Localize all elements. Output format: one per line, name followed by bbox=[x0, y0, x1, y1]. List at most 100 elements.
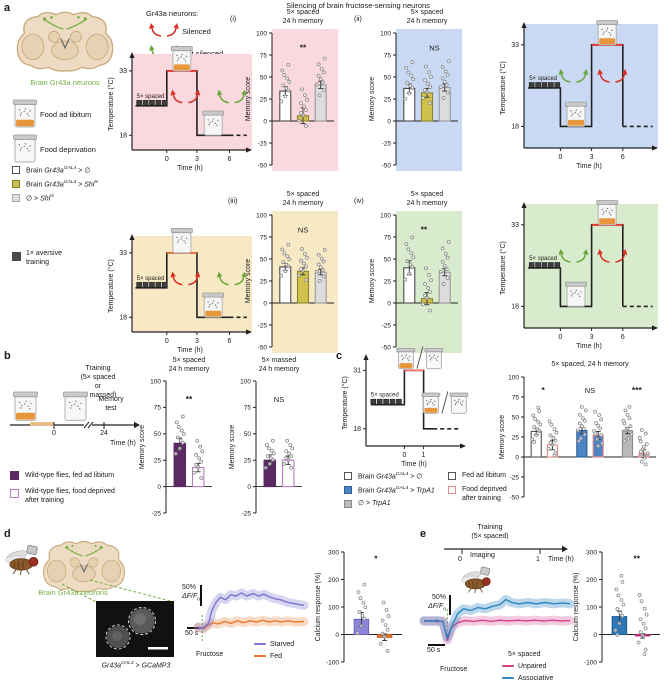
data-point bbox=[267, 462, 272, 466]
svg-text:-50: -50 bbox=[510, 494, 520, 501]
b-training-caption: Training (5× spaced or 5× massed) bbox=[52, 364, 144, 400]
data-point bbox=[287, 80, 292, 84]
svg-text:25: 25 bbox=[384, 96, 392, 103]
b-memory-test-caption: Memory test bbox=[88, 396, 134, 414]
data-point bbox=[533, 417, 538, 421]
genotype-label-shi: Brain Gr43aGAL4 > Shits bbox=[26, 180, 99, 189]
food-deprivation-vial-icon bbox=[12, 133, 38, 169]
data-point bbox=[197, 456, 202, 461]
data-point bbox=[538, 422, 543, 427]
svg-text:75: 75 bbox=[260, 234, 268, 241]
data-point bbox=[286, 242, 291, 247]
svg-text:Time (h): Time (h) bbox=[177, 347, 203, 354]
data-point bbox=[440, 259, 445, 264]
significance-label: NS bbox=[298, 226, 308, 235]
data-point bbox=[552, 427, 557, 432]
svg-text:50: 50 bbox=[384, 74, 392, 81]
data-point bbox=[318, 265, 323, 270]
data-point bbox=[316, 62, 321, 67]
data-point bbox=[385, 648, 390, 653]
svg-text:50: 50 bbox=[154, 431, 162, 438]
data-point bbox=[316, 252, 321, 257]
svg-text:Memory score: Memory score bbox=[245, 77, 252, 121]
svg-text:-25: -25 bbox=[382, 140, 392, 147]
genotype-swatch-empty bbox=[12, 166, 20, 174]
data-point bbox=[627, 404, 632, 409]
svg-text:0: 0 bbox=[387, 300, 391, 307]
food-vial-icon bbox=[13, 99, 37, 128]
svg-text:Time (h): Time (h) bbox=[576, 343, 602, 350]
svg-text:5× spaced: 5× spaced bbox=[137, 276, 165, 282]
data-point bbox=[446, 239, 451, 244]
data-point bbox=[319, 67, 324, 71]
data-point bbox=[410, 235, 415, 240]
data-point bbox=[427, 70, 431, 75]
data-point bbox=[438, 85, 443, 90]
data-point bbox=[405, 80, 410, 85]
data-point bbox=[429, 278, 433, 283]
data-point bbox=[281, 260, 286, 264]
svg-text:200: 200 bbox=[328, 577, 339, 584]
data-point bbox=[643, 462, 648, 467]
data-point bbox=[639, 428, 644, 432]
data-point bbox=[180, 440, 185, 445]
data-point bbox=[321, 88, 326, 92]
svg-text:0: 0 bbox=[558, 154, 562, 161]
data-point bbox=[304, 124, 308, 128]
e-imaging-label: Imaging bbox=[470, 552, 495, 559]
data-point bbox=[411, 77, 416, 82]
svg-text:0: 0 bbox=[515, 454, 519, 461]
data-point bbox=[638, 439, 643, 444]
d-fructose-label: Fructose bbox=[196, 651, 224, 658]
data-point bbox=[408, 262, 413, 267]
svg-text:75: 75 bbox=[154, 405, 162, 412]
e-scale-dff: ΔF/F0 bbox=[428, 603, 446, 613]
b-time-label: Time (h) bbox=[110, 440, 136, 447]
svg-text:33: 33 bbox=[119, 250, 127, 257]
data-point bbox=[596, 423, 601, 428]
data-point bbox=[627, 416, 632, 421]
svg-text:18: 18 bbox=[511, 304, 519, 311]
data-point bbox=[644, 612, 649, 617]
b-test-vial-icon bbox=[62, 390, 89, 427]
data-point bbox=[580, 416, 585, 421]
data-point bbox=[444, 267, 449, 271]
data-point bbox=[441, 95, 446, 100]
data-point bbox=[300, 247, 304, 251]
data-point bbox=[280, 68, 285, 73]
data-point bbox=[423, 282, 427, 286]
svg-text:5× spaced: 5× spaced bbox=[371, 393, 399, 399]
data-point bbox=[319, 256, 324, 261]
data-point bbox=[619, 573, 624, 578]
d-scale-seconds: 50 s bbox=[185, 630, 199, 637]
data-point bbox=[548, 433, 553, 438]
data-point bbox=[576, 439, 581, 444]
c-genotype-label-trpa1: Brain Gr43aGAL4 > TrpA1 bbox=[358, 486, 435, 495]
food-deprivation-vial-icon bbox=[170, 228, 193, 254]
svg-text:-25: -25 bbox=[510, 474, 520, 481]
e-scale-seconds: 50 s bbox=[427, 647, 441, 654]
data-point bbox=[530, 437, 535, 442]
genotype-label-empty: Brain Gr43aGAL4 > ∅ bbox=[26, 166, 91, 175]
data-point bbox=[288, 443, 293, 447]
data-point bbox=[643, 647, 648, 652]
data-point bbox=[599, 433, 604, 437]
food-deprivation-vial-icon bbox=[63, 391, 88, 421]
data-point bbox=[322, 56, 327, 61]
significance-label: ** bbox=[421, 225, 428, 235]
panel-a-label: a bbox=[4, 2, 11, 14]
c-genotype-swatch-trpa1 bbox=[344, 486, 352, 494]
d-scale-dff: ΔF/F0 bbox=[182, 593, 200, 603]
svg-text:-50: -50 bbox=[258, 162, 268, 169]
data-point bbox=[383, 623, 388, 628]
aversive-training-label-2: training bbox=[26, 259, 49, 266]
e-legend-title: 5× spaced bbox=[508, 651, 541, 658]
svg-text:-25: -25 bbox=[258, 322, 268, 329]
starved-line-swatch bbox=[254, 642, 266, 646]
data-point bbox=[641, 444, 646, 449]
data-point bbox=[407, 271, 412, 276]
data-point bbox=[428, 308, 432, 313]
c-genotype-label-ctrl: ∅ > TrpA1 bbox=[358, 500, 391, 507]
data-point bbox=[359, 624, 364, 628]
